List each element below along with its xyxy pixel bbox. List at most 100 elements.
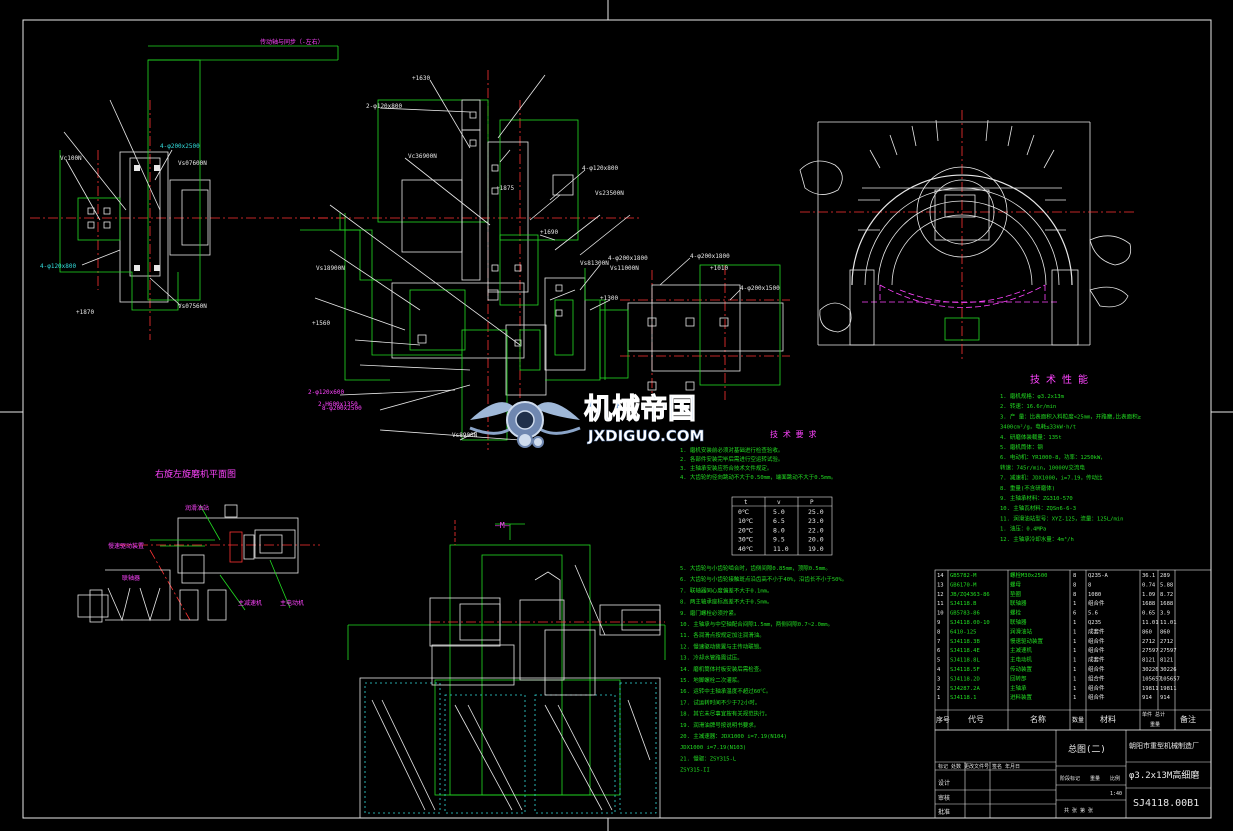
tech-spec-line: 2. 转速：16.6r/min: [1000, 402, 1056, 410]
requirement-line: 1. 磨机安装前必须对基础进行检查验收。: [680, 446, 783, 454]
bom-cell: 1: [1073, 601, 1076, 607]
bom-cell: 105657: [1160, 676, 1180, 682]
note-line: 13. 冷却水管路需试压。: [680, 654, 743, 662]
tech-spec-line: 9. 主轴承材料：ZG310-570: [1000, 494, 1073, 502]
oil-table-cell: 23.0: [808, 517, 824, 525]
callout: Vs8900N: [452, 432, 478, 439]
note-line: 20. 主减速器：JDX1000 i=7.19(N104): [680, 732, 787, 740]
bom-header-code: 代号: [968, 714, 984, 724]
bom-cell: 9: [937, 620, 940, 626]
bom-cell: SJ4118.4E: [950, 648, 980, 654]
bom-cell: 主轴承: [1010, 684, 1027, 692]
plan-label-reducer: 主减速机: [238, 599, 262, 607]
bom-cell: 11.01: [1142, 620, 1159, 626]
plan-view: [77, 504, 320, 623]
bom-cell: 垫圈: [1010, 590, 1022, 598]
callout-labels: 4-φ120x800 4-φ200x2500 Vc100N Vs07600N V…: [40, 75, 780, 439]
bom-cell: 组合件: [1088, 599, 1105, 607]
bom-cell: 4: [937, 667, 941, 673]
oil-table-cell: 25.0: [808, 508, 824, 516]
bom-cell: 进料装置: [1010, 693, 1033, 701]
bom-cell: 螺母: [1010, 580, 1022, 588]
note-line: 14. 磨机筒体衬板安装后需检查。: [680, 665, 765, 673]
bom-cell: 1: [1073, 695, 1076, 701]
oil-table-cell: 20.0: [808, 536, 824, 544]
requirement-line: 3. 主轴承安装应符合技术文件规定。: [680, 464, 772, 472]
bom-cell: 914: [1142, 695, 1153, 701]
callout: Vs81300N: [580, 260, 609, 267]
callout: 8-φ200x2500: [322, 405, 362, 412]
callout: 2-φ120x800: [366, 103, 403, 110]
tech-spec-line: 转速：745r/min，10000V交流电: [1000, 463, 1085, 471]
weight-label: 重量: [1090, 775, 1100, 782]
bom-header-index: 序号: [936, 715, 950, 724]
bom-cell: 0.74: [1142, 582, 1156, 588]
scale-label: 比例: [1110, 775, 1120, 782]
note-line: 6. 大齿轮与小齿轮接触斑点沿齿高不小于40%，沿齿长不小于50%。: [680, 575, 847, 583]
bom-cell: 组合件: [1088, 665, 1105, 673]
requirements-lines: 1. 磨机安装前必须对基础进行检查验收。2. 各部件安装完毕后需进行空运转试验。…: [680, 446, 836, 481]
watermark-sub: JXDIGUO.COM: [587, 427, 704, 445]
bom-cell: GB5783-86: [950, 611, 980, 617]
bom-cell: 5.88: [1160, 582, 1173, 588]
bom-cell: 成套件: [1088, 656, 1105, 664]
bom-header-weight: 重量: [1150, 721, 1160, 728]
bom-cell: 1688: [1142, 601, 1155, 607]
center-drive-elevation: [300, 70, 640, 450]
bom-cell: 27597: [1142, 648, 1159, 654]
bom-cell: 1080: [1088, 592, 1101, 598]
bom-cell: 105657: [1142, 676, 1162, 682]
note-line: 11. 各润滑点按规定加注润滑油。: [680, 631, 765, 639]
bom-cell: 螺栓M30x2500: [1010, 571, 1048, 579]
sheets-label: 共 张 第 张: [1064, 807, 1093, 814]
bom-cell: 11: [937, 601, 944, 607]
oil-table-header: v: [777, 499, 781, 506]
notes-lines: 5. 大齿轮与小齿轮啮合时，齿侧间隙0.85mm，顶隙0.5mm。6. 大齿轮与…: [680, 564, 847, 774]
bom-cell: 螺栓: [1010, 609, 1022, 617]
oil-table-cell: 40℃: [738, 545, 754, 553]
bom-cell: SJ4118.1: [950, 695, 977, 701]
bom-header-material: 材料: [1100, 714, 1116, 724]
bom-cell: 6: [1073, 611, 1076, 617]
bom-header-name: 名称: [1030, 714, 1046, 724]
callout: Vc36900N: [408, 153, 437, 160]
bom-cell: 19811: [1160, 686, 1177, 692]
bom-cell: SJ4118.00-10: [950, 620, 990, 626]
bom-cell: Q235: [1088, 620, 1101, 626]
callout: Vs07600N: [178, 160, 207, 167]
bom-cell: 19811: [1142, 686, 1159, 692]
requirement-line: 4. 大齿轮的径向跳动不大于0.50mm，端面跳动不大于0.5mm。: [680, 473, 836, 481]
plan-label-motor: 主电动机: [280, 599, 304, 607]
tech-spec-line: 1. 油压：0.4MPa: [1000, 525, 1046, 533]
bom-cell: 12: [937, 592, 944, 598]
requirements-block: 技 术 要 求 1. 磨机安装前必须对基础进行检查验收。2. 各部件安装完毕后需…: [680, 429, 836, 481]
note-line: 18. 其它未尽事宜按有关规范执行。: [680, 710, 770, 718]
bom-cell: SJ4118.2D: [950, 676, 980, 682]
oil-table-cell: 30℃: [738, 536, 754, 544]
oil-table-cell: 6.5: [773, 517, 785, 525]
bom-cell: 8: [1073, 582, 1076, 588]
bom-cell: 组合件: [1088, 684, 1105, 692]
note-line: 10. 主轴承与中空轴配合间隙1.5mm，两侧间隙0.7~2.0mm。: [680, 620, 833, 628]
section-mark: —M—: [495, 521, 510, 530]
callout: 4-φ120x800: [582, 165, 619, 172]
note-line: 21. 慢驱：ZSY315-L: [680, 754, 737, 762]
bom-cell: 传动装置: [1010, 665, 1033, 673]
bom-cell: SJ4118.8L: [950, 658, 980, 664]
left-drive-plan: [30, 46, 345, 340]
callout: 4-φ200x1800: [690, 253, 730, 260]
watermark-main: 机械帝国: [584, 392, 696, 425]
callout: 2-H600x1350: [318, 401, 358, 408]
oil-table-cell: 22.0: [808, 526, 824, 534]
oil-table: [731, 496, 833, 556]
bom-cell: 1: [1073, 686, 1076, 692]
note-line: ZSY315-II: [680, 768, 710, 774]
bom-cell: 组合件: [1088, 674, 1105, 682]
title-block: [934, 729, 1212, 819]
bom-header-qty: 数量: [1072, 716, 1084, 724]
bom-cell: 27597: [1160, 648, 1177, 654]
bom-cell: 36.1: [1142, 573, 1155, 579]
bom-cell: 2: [937, 686, 940, 692]
